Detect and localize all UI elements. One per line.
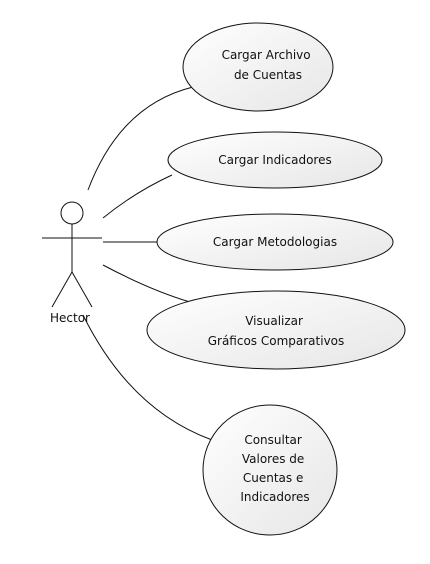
use-case-label: Visualizar (245, 314, 303, 328)
association-line (87, 86, 194, 191)
use-case-consultar-valores[interactable]: Consultar Valores de Cuentas e Indicador… (202, 404, 338, 536)
use-case-label: de Cuentas (234, 68, 302, 82)
use-case-label: Cuentas e (243, 471, 303, 485)
association-line (82, 314, 213, 441)
use-case-visualizar-graficos[interactable]: Visualizar Gráficos Comparativos (146, 290, 406, 370)
svg-text:Cargar Archivo de Cuenta: Cargar Archivo de Cuentas (222, 48, 315, 82)
actor-head (60, 201, 84, 225)
use-case-label: Indicadores (240, 490, 309, 504)
use-case-cargar-archivo[interactable]: Cargar Archivo de Cuentas (182, 22, 334, 112)
use-case-label: Cargar Metodologias (213, 235, 337, 249)
associations (82, 86, 213, 441)
svg-text:Cargar Indicadores: Cargar Indicadores (218, 153, 331, 167)
use-case-label: Gráficos Comparativos (208, 334, 345, 348)
use-case-label: Cargar Archivo (222, 48, 311, 62)
use-case-cargar-indicadores[interactable]: Cargar Indicadores (167, 131, 383, 189)
use-case-cargar-metodologias[interactable]: Cargar Metodologias (156, 213, 394, 271)
actor-left-leg (51, 271, 73, 308)
actor-name: Hector (50, 311, 90, 325)
association-line (102, 174, 173, 219)
svg-text:Visualizar Gráficos Comp: Visualizar Gráficos Comparativos (208, 314, 345, 348)
svg-text:Consultar Valores de: Consultar Valores de Cuentas e Indicador… (240, 433, 309, 504)
actor-hector[interactable] (42, 201, 102, 308)
actor-right-leg (71, 271, 93, 308)
svg-text:Cargar Metodologias: Cargar Metodologias (213, 235, 337, 249)
use-case-label: Valores de (242, 452, 304, 466)
use-case-label: Consultar (244, 433, 302, 447)
association-line (102, 264, 191, 303)
use-case-label: Cargar Indicadores (218, 153, 331, 167)
